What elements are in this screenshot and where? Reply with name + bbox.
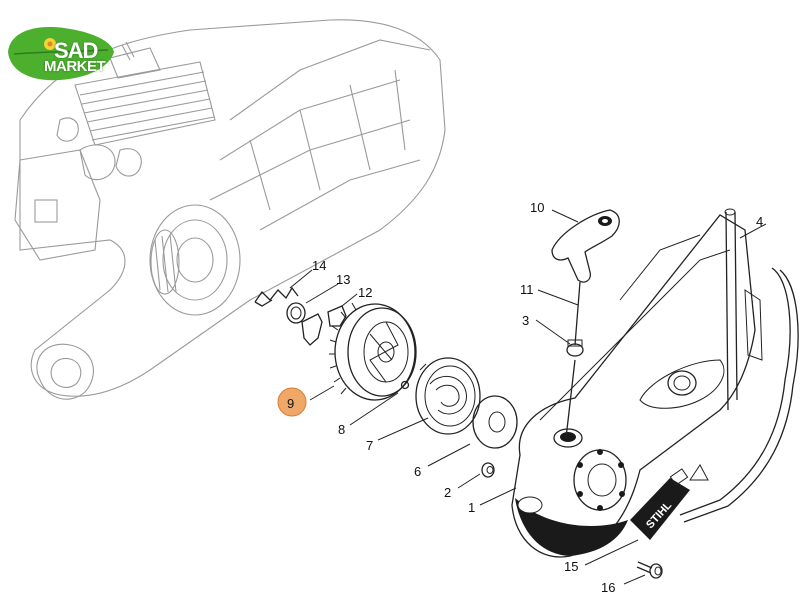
part-4-handle-tube	[679, 208, 799, 523]
part-6-disc	[472, 395, 518, 449]
part-1-starter-cover: STIHL TS 800	[511, 214, 756, 558]
part-2-bushing	[481, 462, 495, 478]
highlight-circle	[277, 387, 307, 417]
callout-12: 12	[358, 285, 372, 300]
callout-9: 9	[287, 396, 294, 411]
callout-13: 13	[336, 272, 350, 287]
logo-line-1: SAD	[54, 38, 98, 63]
leaf-icon	[8, 27, 114, 81]
part-11-starter-rope	[565, 281, 581, 439]
part-12-pawl	[301, 305, 347, 346]
callout-14: 14	[312, 258, 326, 273]
part-16-screw	[636, 561, 663, 579]
callout-2: 2	[444, 485, 451, 500]
logo-line-2: MARKET	[44, 58, 106, 75]
stihl-badge	[630, 478, 690, 540]
part-8-screw	[400, 380, 410, 390]
callout-16: 16	[601, 580, 615, 595]
sad-market-logo: SAD MARKET	[4, 22, 116, 84]
part-10-starter-grip	[551, 209, 620, 283]
part-14-spring-clip	[254, 286, 299, 307]
callout-11: 11	[520, 282, 534, 297]
callout-1: 1	[468, 500, 475, 515]
part-9-rope-rotor	[329, 302, 417, 401]
part-13-washer	[286, 302, 306, 324]
callout-4: 4	[756, 214, 763, 229]
callout-labels: 14 13 12 9 8 7 6 2 1 11 3 10 4 15 16	[287, 200, 763, 595]
leader-lines	[289, 209, 767, 585]
callout-15: 15	[564, 559, 578, 574]
engine-housing	[14, 19, 446, 400]
callout-10: 10	[530, 200, 544, 215]
callout-3: 3	[522, 313, 529, 328]
callout-8: 8	[338, 422, 345, 437]
callout-6: 6	[414, 464, 421, 479]
part-7-spring-cassette	[415, 357, 481, 435]
callout-7: 7	[366, 438, 373, 453]
